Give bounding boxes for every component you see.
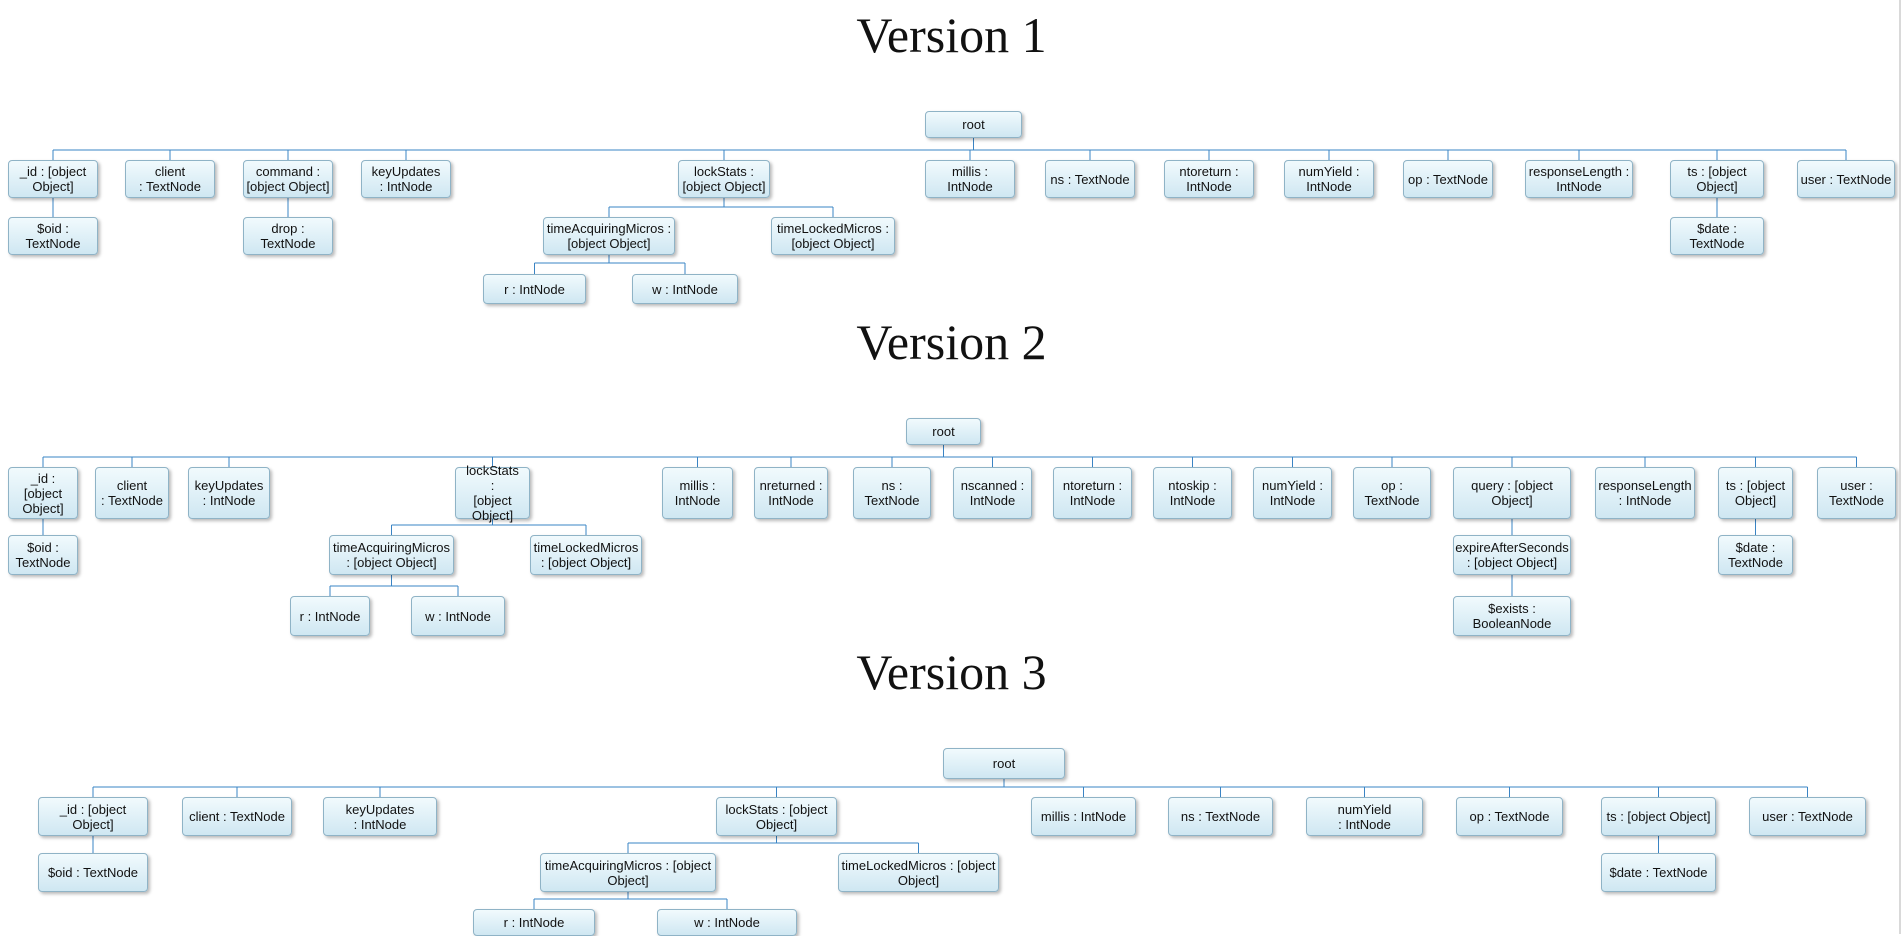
- v2-node-timelockedmicros-object[interactable]: timeLockedMicros: [object Object]: [530, 535, 642, 575]
- v1-node-w-intnode[interactable]: w : IntNode: [632, 274, 738, 304]
- v3-node-ns-textnode[interactable]: ns : TextNode: [1168, 797, 1273, 836]
- v3-node-numyield-intnode[interactable]: numYield: IntNode: [1306, 797, 1423, 836]
- v1-node-timelockedmicros-object[interactable]: timeLockedMicros :[object Object]: [771, 217, 895, 255]
- version-1-title: Version 1: [856, 7, 1047, 63]
- v2-node-root[interactable]: root: [906, 418, 981, 445]
- v2-node-oid-textnode[interactable]: $oid :TextNode: [8, 535, 78, 575]
- v3-node-timelockedmicros-object[interactable]: timeLockedMicros : [object Object]: [838, 853, 999, 892]
- v1-node-root[interactable]: root: [925, 111, 1022, 138]
- v3-node-oid-textnode[interactable]: $oid : TextNode: [38, 853, 148, 892]
- v2-node-ns-textnode[interactable]: ns :TextNode: [853, 467, 931, 519]
- v1-node-responselength-intnode[interactable]: responseLength :IntNode: [1525, 160, 1633, 198]
- version-2-title: Version 2: [856, 314, 1047, 370]
- version-3-title: Version 3: [856, 644, 1047, 700]
- v3-node-ts-object[interactable]: ts : [object Object]: [1601, 797, 1716, 836]
- v2-node-nscanned-intnode[interactable]: nscanned :IntNode: [953, 467, 1032, 519]
- v2-node-nreturned-intnode[interactable]: nreturned :IntNode: [754, 467, 828, 519]
- v2-node-millis-intnode[interactable]: millis :IntNode: [662, 467, 733, 519]
- v3-node-op-textnode[interactable]: op : TextNode: [1456, 797, 1563, 836]
- scrollbar[interactable]: [1899, 0, 1901, 934]
- v1-node-command-object[interactable]: command :[object Object]: [243, 160, 333, 198]
- v3-node-root[interactable]: root: [943, 748, 1065, 779]
- v2-node-responselength-intnode[interactable]: responseLength: IntNode: [1595, 467, 1695, 519]
- v1-node-numyield-intnode[interactable]: numYield :IntNode: [1284, 160, 1374, 198]
- v3-node-date-textnode[interactable]: $date : TextNode: [1601, 853, 1716, 892]
- v2-node-exists-booleannode[interactable]: $exists :BooleanNode: [1453, 596, 1571, 636]
- v2-node-user-textnode[interactable]: user :TextNode: [1817, 467, 1896, 519]
- v1-node-ns-textnode[interactable]: ns : TextNode: [1045, 160, 1135, 198]
- v1-node-ntoreturn-intnode[interactable]: ntoreturn :IntNode: [1164, 160, 1254, 198]
- v3-node-timeacquiringmicros-object[interactable]: timeAcquiringMicros : [object Object]: [540, 853, 716, 892]
- v2-node-ntoreturn-intnode[interactable]: ntoreturn :IntNode: [1053, 467, 1132, 519]
- v3-node-user-textnode[interactable]: user : TextNode: [1749, 797, 1866, 836]
- v2-node-r-intnode[interactable]: r : IntNode: [290, 596, 370, 636]
- v1-node-keyupdates-intnode[interactable]: keyUpdates: IntNode: [361, 160, 451, 198]
- v2-node-w-intnode[interactable]: w : IntNode: [411, 596, 505, 636]
- v2-node-date-textnode[interactable]: $date :TextNode: [1718, 535, 1793, 575]
- v2-node-ntoskip-intnode[interactable]: ntoskip :IntNode: [1153, 467, 1232, 519]
- v2-node-expireafterseconds-object[interactable]: expireAfterSeconds: [object Object]: [1453, 535, 1571, 575]
- v3-node-client-textnode[interactable]: client : TextNode: [182, 797, 292, 836]
- v1-node-lockstats-object[interactable]: lockStats :[object Object]: [678, 160, 770, 198]
- v3-node-keyupdates-intnode[interactable]: keyUpdates: IntNode: [323, 797, 437, 836]
- v1-node-r-intnode[interactable]: r : IntNode: [483, 274, 586, 304]
- v2-node-numyield-intnode[interactable]: numYield :IntNode: [1253, 467, 1332, 519]
- v2-node-timeacquiringmicros-object[interactable]: timeAcquiringMicros: [object Object]: [329, 535, 454, 575]
- v3-node-millis-intnode[interactable]: millis : IntNode: [1031, 797, 1136, 836]
- v1-node-drop-textnode[interactable]: drop :TextNode: [243, 217, 333, 255]
- v1-node-oid-textnode[interactable]: $oid :TextNode: [8, 217, 98, 255]
- v3-node-w-intnode[interactable]: w : IntNode: [657, 909, 797, 936]
- v2-node-op-textnode[interactable]: op :TextNode: [1353, 467, 1431, 519]
- v1-node-user-textnode[interactable]: user : TextNode: [1797, 160, 1895, 198]
- v1-node-timeacquiringmicros-object[interactable]: timeAcquiringMicros :[object Object]: [543, 217, 675, 255]
- v3-node-r-intnode[interactable]: r : IntNode: [473, 909, 595, 936]
- v1-node-millis-intnode[interactable]: millis :IntNode: [925, 160, 1015, 198]
- v1-node-client-textnode[interactable]: client: TextNode: [125, 160, 215, 198]
- v1-node-op-textnode[interactable]: op : TextNode: [1403, 160, 1493, 198]
- v2-node-keyupdates-intnode[interactable]: keyUpdates: IntNode: [188, 467, 270, 519]
- v2-node-client-textnode[interactable]: client: TextNode: [95, 467, 169, 519]
- v2-node-lockstats-object[interactable]: lockStats:[object Object]: [455, 463, 530, 523]
- v1-node-date-textnode[interactable]: $date :TextNode: [1670, 217, 1764, 255]
